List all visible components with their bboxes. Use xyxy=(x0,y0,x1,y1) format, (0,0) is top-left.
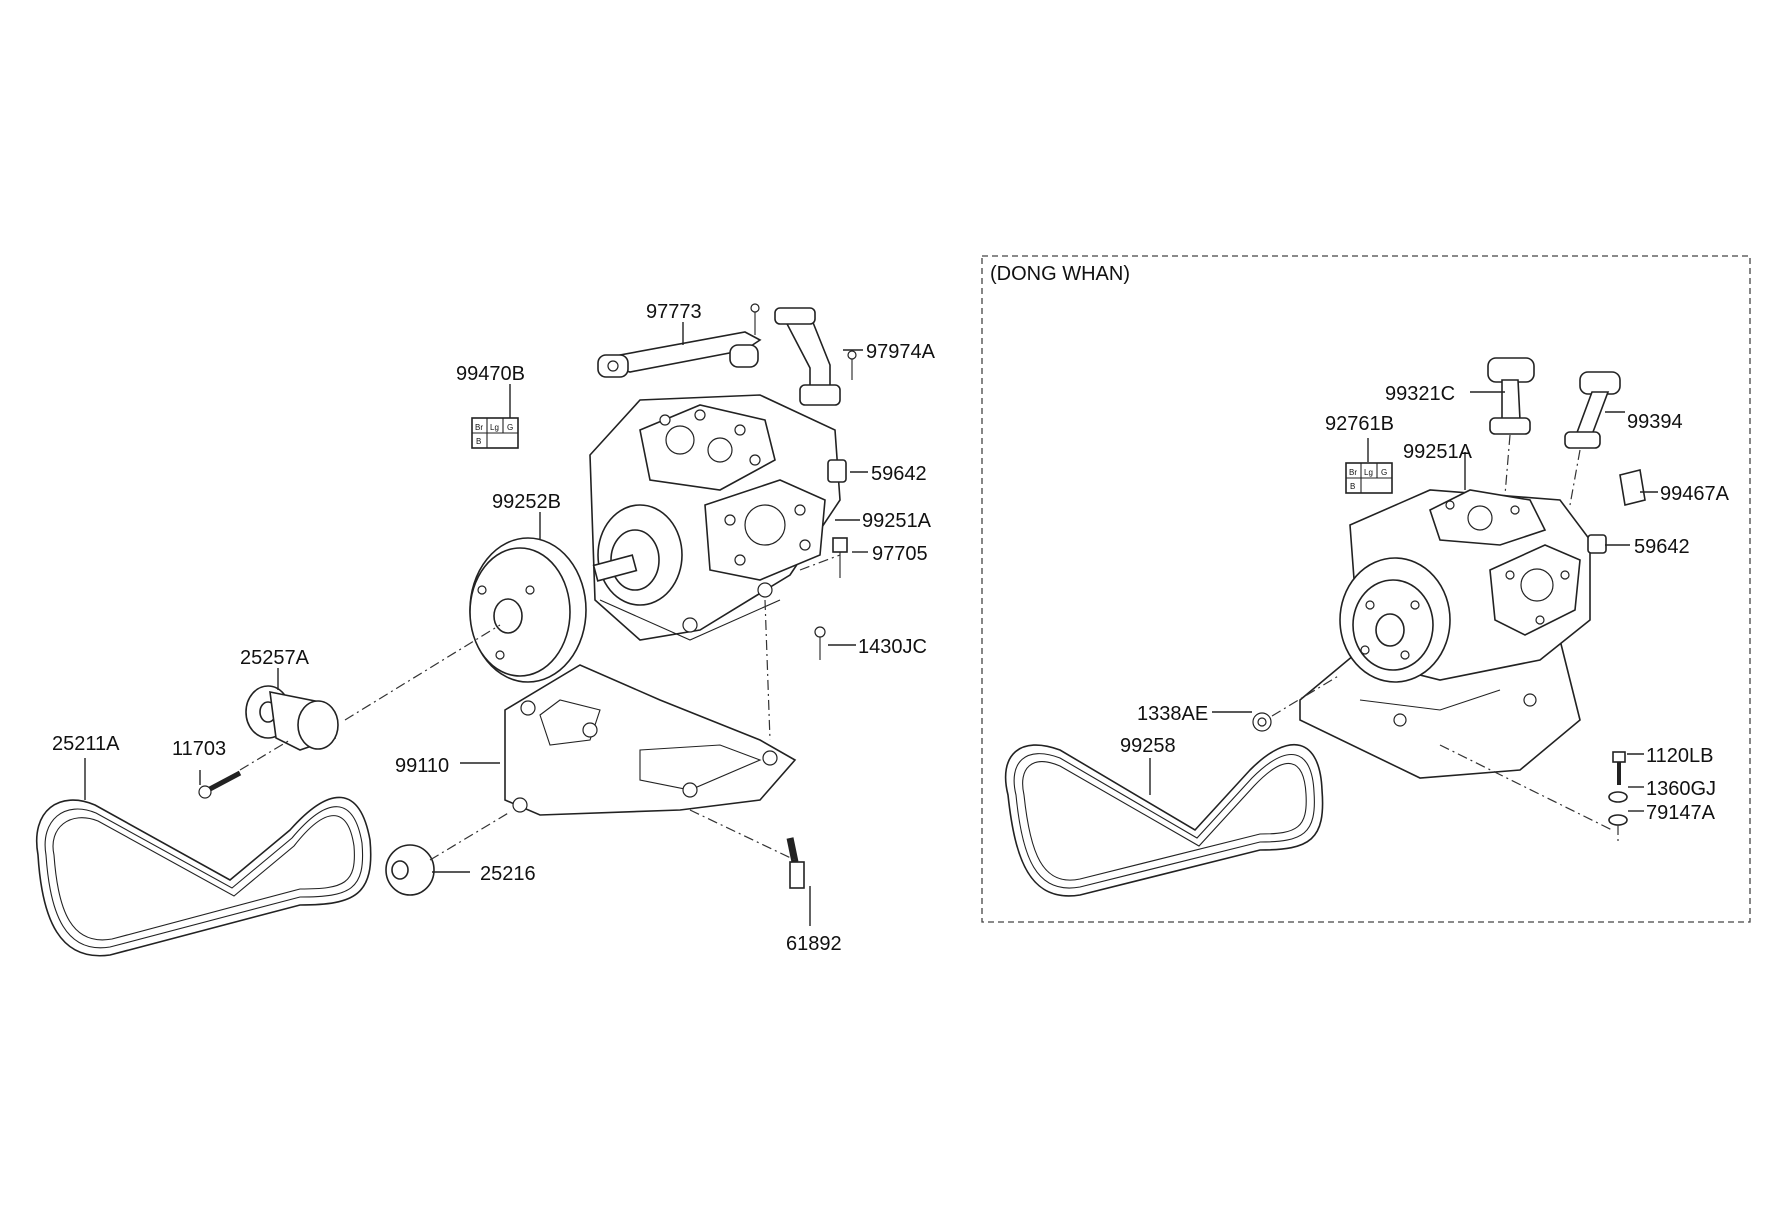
bolt-1430JC xyxy=(814,626,826,660)
bracket-99110 xyxy=(504,664,797,816)
pin-br: Br xyxy=(475,423,483,432)
label-97974A: 97974A xyxy=(866,341,936,363)
dong-whan-title: (DONG WHAN) xyxy=(990,263,1130,285)
connector-99470B: Br Lg G B xyxy=(471,417,519,449)
label-1430JC: 1430JC xyxy=(858,636,927,658)
idler-25216 xyxy=(385,844,435,896)
label-1338AE: 1338AE xyxy=(1137,703,1208,725)
dong-whan-frame xyxy=(981,255,1751,923)
label-99321C: 99321C xyxy=(1385,383,1455,405)
label-99470B: 99470B xyxy=(456,363,525,385)
label-97773: 97773 xyxy=(646,301,702,323)
label-25257A: 25257A xyxy=(240,647,310,669)
label-25211A: 25211A xyxy=(52,733,120,755)
label-59642: 59642 xyxy=(871,463,927,485)
bolt-61892 xyxy=(786,837,805,889)
label-1360GJ: 1360GJ xyxy=(1646,778,1716,800)
pin-g-dw: G xyxy=(1381,468,1387,477)
belt-25211A xyxy=(35,796,372,957)
label-99258: 99258 xyxy=(1120,735,1176,757)
label-99467A: 99467A xyxy=(1660,483,1730,505)
label-99110: 99110 xyxy=(395,755,449,777)
label-99251A-dw: 99251A xyxy=(1403,441,1473,463)
tensioner-25257A xyxy=(245,685,339,751)
label-99251A: 99251A xyxy=(862,510,932,532)
pin-lg-dw: Lg xyxy=(1364,468,1373,477)
label-99252B: 99252B xyxy=(492,491,561,513)
pin-br-dw: Br xyxy=(1349,468,1357,477)
pin-g: G xyxy=(507,423,513,432)
label-99394: 99394 xyxy=(1627,411,1683,433)
label-61892: 61892 xyxy=(786,933,842,955)
pin-b: B xyxy=(476,437,481,446)
label-1120LB: 1120LB xyxy=(1646,745,1713,767)
label-97705: 97705 xyxy=(872,543,928,565)
label-25216: 25216 xyxy=(480,863,536,885)
pin-lg: Lg xyxy=(490,423,499,432)
label-79147A: 79147A xyxy=(1646,802,1716,824)
bolt-11703 xyxy=(198,770,242,799)
label-11703: 11703 xyxy=(172,738,226,760)
label-59642-dw: 59642 xyxy=(1634,536,1690,558)
compressor-main xyxy=(589,303,857,641)
bolt-97705 xyxy=(832,537,848,578)
belt-99258 xyxy=(1004,743,1324,897)
pulley-99252B xyxy=(469,537,587,683)
compressor-dong-whan xyxy=(1252,357,1646,826)
connector-92761B: Br Lg G B xyxy=(1345,462,1393,494)
pin-b-dw: B xyxy=(1350,482,1355,491)
label-92761B: 92761B xyxy=(1325,413,1394,435)
